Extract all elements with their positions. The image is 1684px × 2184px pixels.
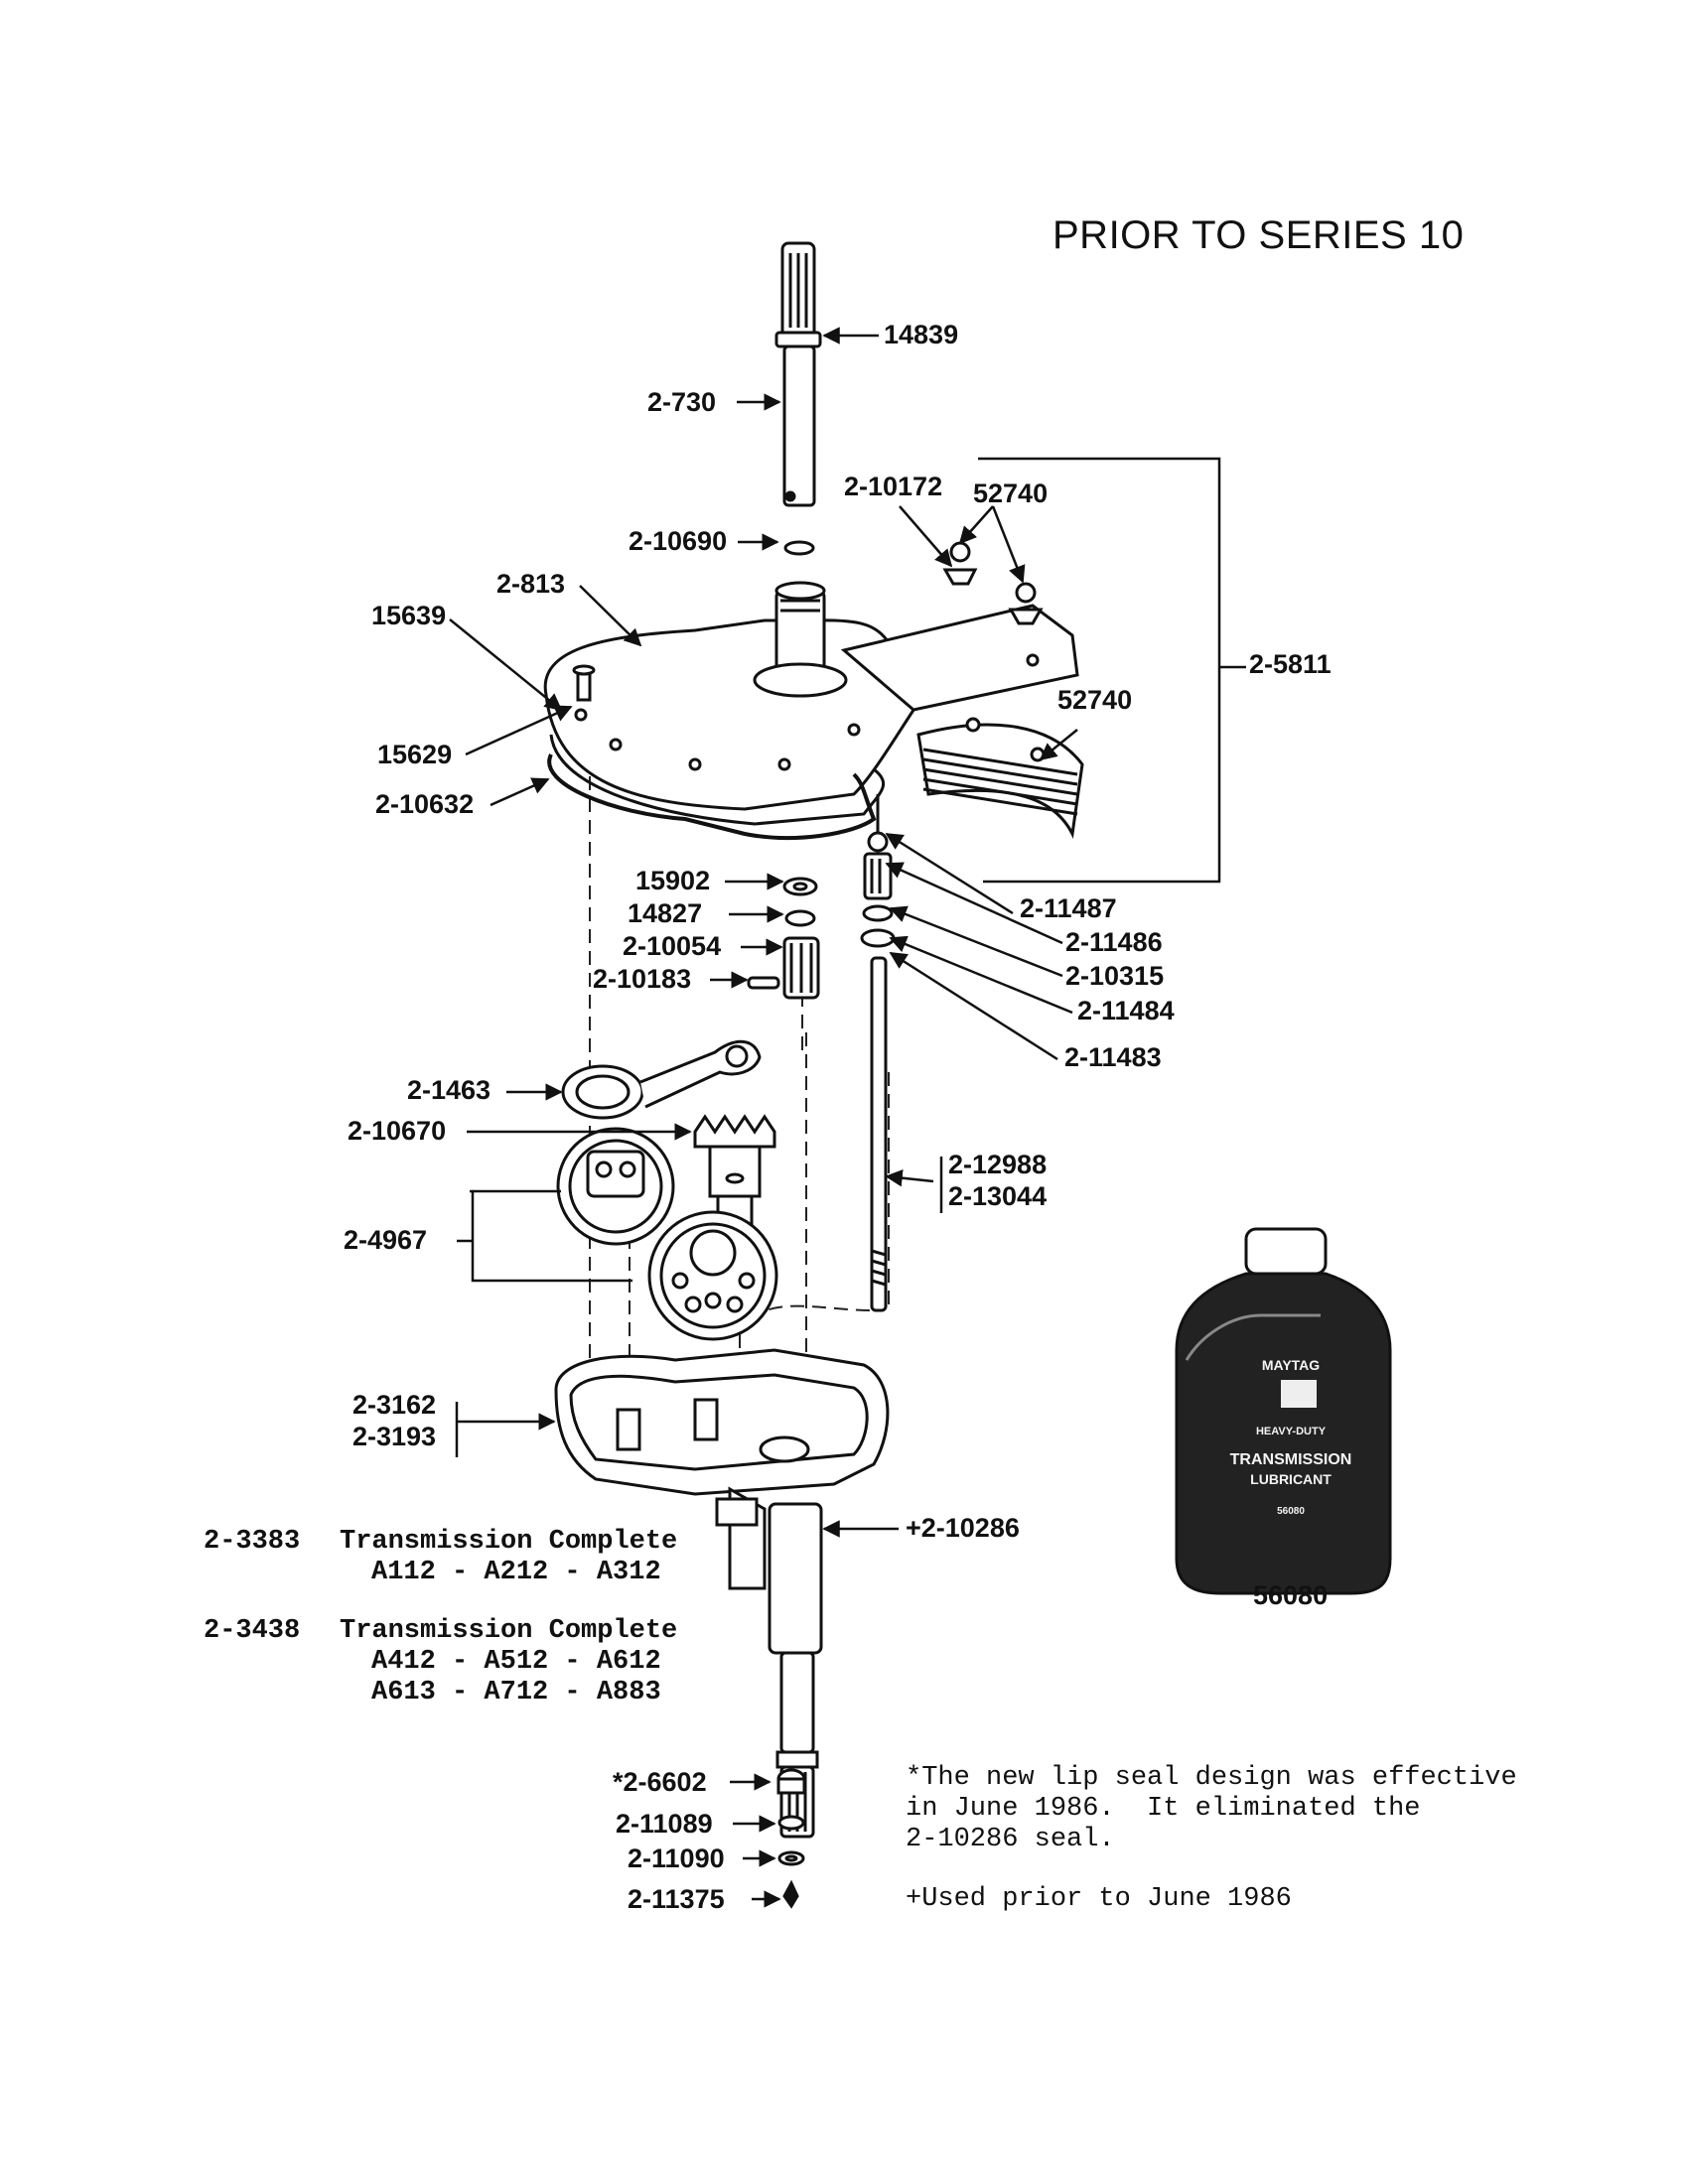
lip-seal-note-line3: 2-10286 seal. [906,1825,1115,1854]
callout-2-1463: 2-1463 [407,1075,491,1105]
callout-2-10632: 2-10632 [375,789,475,819]
assembly-models-2-3383: A112 - A212 - A312 [371,1558,661,1587]
callout-2-10172: 2-10172 [844,472,943,501]
callout-2-3162: 2-3162 [352,1390,437,1420]
callout-2-10315: 2-10315 [1065,961,1165,991]
callout-2-730: 2-730 [647,387,717,417]
callout-2-10670: 2-10670 [348,1116,447,1146]
callout-15629: 15629 [377,740,453,769]
callout-52740-top: 52740 [973,478,1049,508]
callout-15902: 15902 [635,866,711,895]
bottom-seals [776,1768,806,1909]
callout-2-5811: 2-5811 [1249,649,1332,679]
callout-2-813: 2-813 [496,569,566,599]
callout-2-11483: 2-11483 [1064,1042,1162,1072]
lubricant-bottle: MAYTAG HEAVY-DUTY TRANSMISSION LUBRICANT… [1175,1227,1392,1595]
assembly-part-2-3438: 2-3438 [204,1616,301,1646]
callout-56080: 56080 [1253,1580,1329,1610]
assembly-part-2-3383: 2-3383 [204,1527,301,1557]
assembly-desc-2-3438: Transmission Complete [340,1616,678,1646]
bottle-line1: HEAVY-DUTY [1256,1426,1327,1437]
callout-2-12988: 2-12988 [948,1150,1048,1179]
callout-2-11487: 2-11487 [1020,893,1117,923]
used-prior-note: +Used prior to June 1986 [906,1884,1292,1914]
callout-2-3193: 2-3193 [352,1422,437,1451]
gasket [547,753,877,840]
assembly-models-2-3438-a: A412 - A512 - A612 [371,1647,661,1677]
bottle-line4: 56080 [1277,1506,1305,1517]
callout-2-4967: 2-4967 [344,1225,428,1255]
bottle-line3: LUBRICANT [1250,1471,1332,1487]
small-hardware [747,541,1044,1000]
bottle-brand: MAYTAG [1262,1357,1320,1373]
long-shaft [870,956,888,1312]
callout-2-10183: 2-10183 [593,964,692,994]
pitman-arm [561,1039,762,1120]
callout-2-13044: 2-13044 [948,1181,1048,1211]
input-shaft [774,241,822,556]
assembly-models-2-3438-b: A613 - A712 - A883 [371,1678,661,1707]
callout-52740-mid: 52740 [1057,685,1133,715]
assembly-desc-2-3383: Transmission Complete [340,1527,678,1557]
callout-2-6602: *2-6602 [613,1767,707,1797]
lip-seal-note-line2: in June 1986. It eliminated the [906,1794,1421,1824]
gear-case-cover [543,581,1079,826]
callout-14827: 14827 [628,898,703,928]
lip-seal-note-line1: *The new lip seal design was effective [906,1763,1517,1793]
page-title: PRIOR TO SERIES 10 [1052,213,1465,257]
callout-2-11484: 2-11484 [1077,996,1175,1025]
callout-2-11090: 2-11090 [628,1843,725,1873]
callout-2-11375: 2-11375 [628,1884,725,1914]
weight-stack [916,717,1084,839]
callout-2-10690: 2-10690 [629,526,728,556]
callout-2-11486: 2-11486 [1065,927,1163,957]
bottle-line2: TRANSMISSION [1230,1451,1352,1468]
callout-2-10286: +2-10286 [906,1513,1020,1543]
callout-14839: 14839 [884,320,959,349]
leader-arrows [449,327,1078,1908]
bracket-lines [455,457,1246,1457]
callout-2-10054: 2-10054 [623,931,722,961]
callout-15639: 15639 [371,601,447,630]
transmission-case [554,1348,890,1590]
callout-2-11089: 2-11089 [616,1809,713,1839]
drive-gears [556,1127,778,1341]
